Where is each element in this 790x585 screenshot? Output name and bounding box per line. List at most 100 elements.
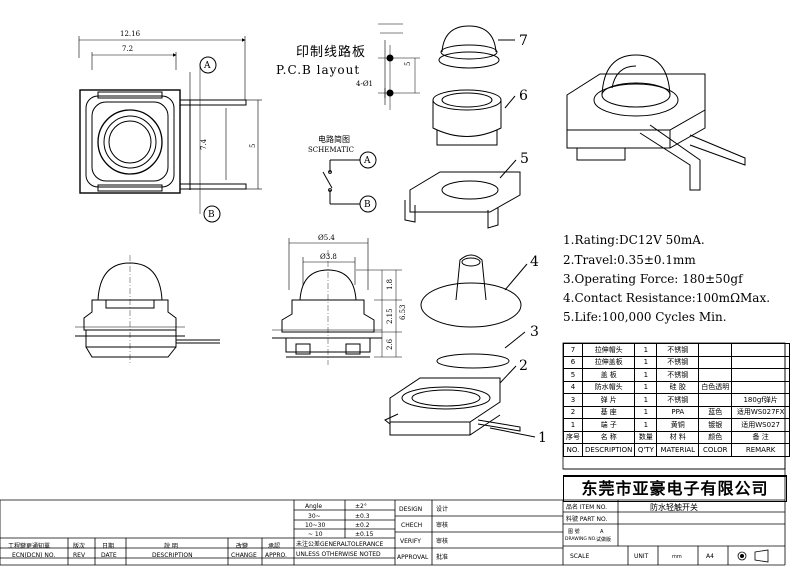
pcb-dim: 5 xyxy=(404,62,412,66)
spec-life: 5.Life:100,000 Cycles Min. xyxy=(563,310,727,324)
spec-resistance: 4.Contact Resistance:100mΩMax. xyxy=(563,291,771,305)
bom-cell: 黄铜 xyxy=(656,418,700,432)
dim-inner-dia: Ø3.8 xyxy=(320,253,337,261)
rev-col-desc-cn: 說 明 xyxy=(164,542,178,550)
bom-cell: 拉伸盖板 xyxy=(581,355,636,369)
bom-cell: 镀银 xyxy=(698,418,733,432)
assembly-view xyxy=(566,54,746,191)
bom-cell: 硅 胶 xyxy=(656,380,700,394)
company-name: 东莞市亚豪电子有限公司 xyxy=(563,475,787,502)
approval-verify-cn: 审核 xyxy=(436,537,448,545)
schematic-term-a: A xyxy=(363,156,371,166)
bom-cell: PPA xyxy=(656,405,700,419)
tol-range-1: 30~ xyxy=(308,513,321,520)
top-view xyxy=(78,36,262,223)
part-label: 料號 PART NO. xyxy=(566,515,608,523)
bom-cell xyxy=(698,355,733,369)
bom-cell: 不锈钢 xyxy=(656,393,700,407)
part-number-label: 2 xyxy=(519,358,528,374)
label-a: A xyxy=(203,61,211,71)
bom-cell: 拉伸帽头 xyxy=(581,343,636,357)
bom-cell xyxy=(731,368,790,382)
bom-cell xyxy=(731,355,790,369)
bom-cell: 防水帽头 xyxy=(581,380,636,394)
approval-verify-en: VERIFY xyxy=(400,538,421,545)
tol-range-1-val: ±0.3 xyxy=(355,513,370,520)
tol-caption-en: UNLESS OTHERWISE NOTED xyxy=(296,551,381,558)
unit-value: mm xyxy=(672,554,682,560)
spec-rating: 1.Rating:DC12V 50mA. xyxy=(563,233,705,247)
tol-caption-cn: 未注公差GENERALTOLERANCE xyxy=(296,540,383,548)
schematic-term-b: B xyxy=(364,200,371,210)
item-value: 防水轻触开关 xyxy=(650,502,698,512)
tol-angle: Angle xyxy=(305,503,322,510)
bom-cell: 端 子 xyxy=(581,418,636,432)
dim-total-height: 6.53 xyxy=(399,304,407,320)
bom-cell: 基 座 xyxy=(581,405,636,419)
bom-cell: 不锈钢 xyxy=(656,355,700,369)
unit-label: UNIT xyxy=(634,553,649,560)
bom-cell: 不锈钢 xyxy=(656,343,700,357)
projection-symbol-icon xyxy=(737,549,769,563)
dim-pin-pitch: 5 xyxy=(249,144,257,148)
bom-cell: 盖 板 xyxy=(581,368,636,382)
pcb-hole-note: 4-Ø1 xyxy=(356,80,373,88)
tol-range-2: 10~30 xyxy=(305,522,325,529)
schematic-title-en: SCHEMATIC xyxy=(308,146,354,154)
item-label: 品名 ITEM NO. xyxy=(566,503,607,511)
bom-cell xyxy=(731,343,790,357)
dim-total-width: 12.16 xyxy=(120,30,141,38)
bom-cell: 3 xyxy=(563,393,583,407)
approval-design-cn: 设计 xyxy=(436,505,448,513)
rev-col-rev-cn: 版次 xyxy=(73,542,85,550)
bom-cell: 4 xyxy=(563,380,583,394)
bom-cell xyxy=(698,368,733,382)
rev-col-change-en: CHANGE xyxy=(231,552,257,559)
bom-cell: 1 xyxy=(634,380,658,394)
tol-range-3: ~ 10 xyxy=(308,531,323,538)
pcb-layout xyxy=(378,23,420,110)
rev-col-date-cn: 日期 xyxy=(102,542,114,550)
bom-cell: 2 xyxy=(563,405,583,419)
drawing-sub: DRAWING NO. xyxy=(565,536,596,542)
tol-angle-val: ±2° xyxy=(355,503,367,510)
sheet-size: A4 xyxy=(706,553,714,560)
bom-cell: 5 xyxy=(563,368,583,382)
drawing-value: A xyxy=(600,529,604,535)
rev-col-desc-en: DESCRIPTION xyxy=(152,552,193,559)
bom-cell: 弹 片 xyxy=(581,393,636,407)
rev-col-date-en: DATE xyxy=(101,552,117,559)
bom-cell: 蓝色 xyxy=(698,405,733,419)
bom-cell: 6 xyxy=(563,355,583,369)
approval-final-cn: 批准 xyxy=(436,553,448,561)
dim-mid-height: 2.15 xyxy=(386,308,394,324)
bom-cell xyxy=(698,343,733,357)
bom-cell: 适用WS027FX xyxy=(731,405,790,419)
spec-force: 3.Operating Force: 180±50gf xyxy=(563,272,743,286)
rev-col-ecn-en: ECN(DCN) NO. xyxy=(12,552,55,559)
approval-check-en: CHECH xyxy=(401,522,422,529)
bom-cell: 7 xyxy=(563,343,583,357)
rev-col-appro-en: APPRO. xyxy=(265,552,287,559)
bom-cell: 白色透明 xyxy=(698,380,733,394)
approval-design-en: DESIGN xyxy=(399,506,422,513)
bom-cell xyxy=(731,380,790,394)
front-view xyxy=(75,255,220,365)
approval-check-cn: 审核 xyxy=(436,521,448,529)
schematic-title-cn: 电路简图 xyxy=(318,134,350,144)
approval-final-en: APPROVAL xyxy=(397,554,429,561)
dim-cap-height: 1.8 xyxy=(386,279,394,290)
side-view xyxy=(272,238,402,365)
bom-cell xyxy=(698,393,733,407)
tol-range-2-val: ±0.2 xyxy=(355,522,370,529)
bom-cell: 1 xyxy=(634,368,658,382)
bom-cell: 1 xyxy=(634,355,658,369)
